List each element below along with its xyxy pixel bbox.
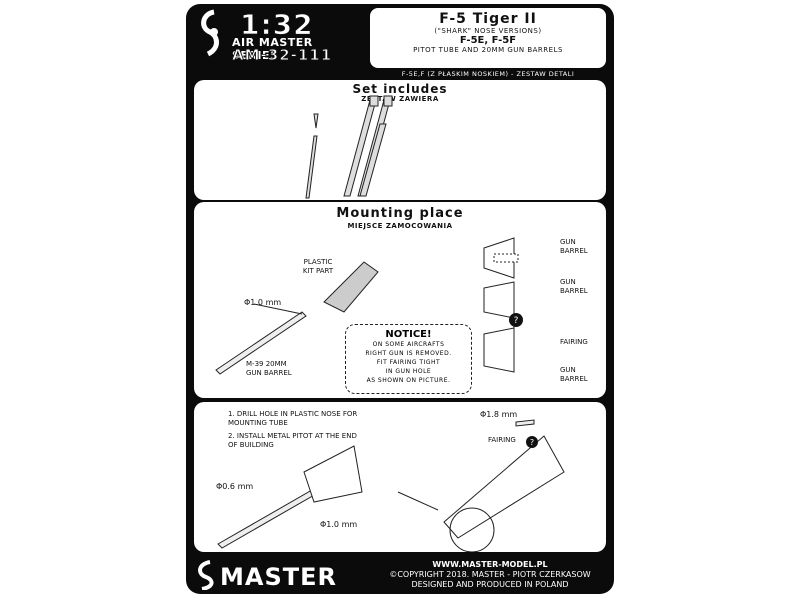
- right-label-1: GUN BARREL: [560, 238, 588, 255]
- notice-line-2: RIGHT GUN IS REMOVED.: [365, 350, 452, 357]
- footer-website: WWW.MASTER-MODEL.PL: [432, 560, 548, 569]
- set-includes-subtitle: ZESTAW ZAWIERA: [361, 95, 439, 103]
- instructions-panel: 1. DRILL HOLE IN PLASTIC NOSE FOR MOUNTI…: [194, 402, 606, 552]
- question-marker-icon: ?: [509, 313, 523, 327]
- notice-line-5: AS SHOWN ON PICTURE.: [366, 377, 451, 384]
- svg-text:?: ?: [530, 438, 534, 447]
- svg-text:?: ?: [514, 316, 519, 326]
- product-contents: Pitot Tube and 20mm gun barrels: [413, 46, 563, 54]
- series-label: AIR MASTER SERIES: [232, 36, 313, 62]
- notice-line-1: ON SOME AIRCRAFTS: [372, 341, 445, 348]
- set-includes-panel: Set includes ZESTAW ZAWIERA: [194, 80, 606, 200]
- diameter-06-label: Φ0.6 mm: [216, 482, 254, 491]
- product-models: F-5E, F-5F: [459, 35, 517, 46]
- footer-copyright: ©COPYRIGHT 2018. MASTER - PIOTR CZERKASO…: [389, 570, 591, 579]
- notice-title: NOTICE!: [385, 329, 432, 340]
- gun-barrel-label: M-39 20mm GUN BARREL: [246, 360, 292, 377]
- product-subtitle: ("shark" nose versions): [434, 27, 542, 35]
- right-label-3: FAIRING: [560, 338, 588, 346]
- step-1-text: 1. DRILL HOLE IN PLASTIC NOSE FOR MOUNTI…: [228, 410, 358, 427]
- instructions-illustration: ?: [217, 419, 565, 552]
- diameter-10-label: Φ1.0 mm: [320, 520, 358, 529]
- parts-illustration: [305, 95, 393, 199]
- mounting-illustration: ?: [215, 237, 523, 375]
- notice-box: NOTICE! ON SOME AIRCRAFTS RIGHT GUN IS R…: [345, 324, 472, 394]
- mounting-place-panel: Mounting place Miejsce zamocowania ? PLA…: [194, 202, 606, 398]
- scale-label: 1:32: [240, 8, 314, 42]
- footer-info: WWW.MASTER-MODEL.PL ©COPYRIGHT 2018. MAS…: [372, 560, 608, 590]
- header-title-block: F-5 Tiger II ("shark" nose versions) F-5…: [370, 8, 606, 68]
- product-title: F-5 Tiger II: [439, 11, 537, 27]
- master-logo-icon: [198, 560, 214, 590]
- notice-line-3: FIT FAIRING TIGHT: [376, 359, 441, 366]
- right-label-4: GUN BARREL: [560, 366, 588, 383]
- header-brand-block: 1:32 AIR MASTER SERIES AM-32-111: [194, 6, 362, 64]
- right-label-2: GUN BARREL: [560, 278, 588, 295]
- mounting-title: Mounting place: [336, 206, 464, 221]
- step-2-text: 2. INSTALL METAL PITOT AT THE END OF BUI…: [228, 432, 357, 449]
- barrel-diameter-label: Φ1.0 mm: [244, 298, 282, 307]
- plastic-kit-label: PLASTIC KIT PART: [302, 258, 334, 275]
- master-emblem-icon: [201, 9, 219, 57]
- product-code: AM-32-111: [232, 46, 333, 65]
- diameter-18-label: Φ1.8 mm: [480, 410, 518, 419]
- footer-brand: MASTER: [220, 563, 337, 591]
- product-polish-desc: F-5E,F (z płaskim noskiem) - zestaw deta…: [401, 70, 575, 78]
- footer-made: DESIGNED AND PRODUCED IN POLAND: [411, 580, 569, 589]
- fairing-label: FAIRING: [488, 436, 516, 444]
- question-marker-icon-2: ?: [526, 436, 538, 448]
- set-includes-title: Set includes: [352, 82, 448, 96]
- notice-line-4: IN GUN HOLE: [385, 368, 432, 375]
- mounting-subtitle: Miejsce zamocowania: [347, 222, 453, 230]
